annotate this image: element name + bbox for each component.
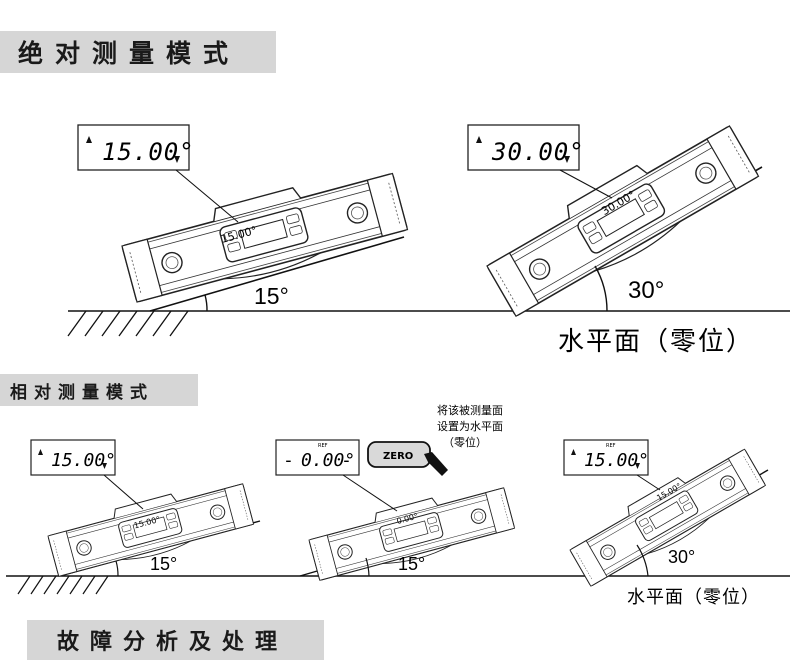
zero-note-line3: （零位） <box>443 435 487 449</box>
rel-callout-pointer-2 <box>342 474 398 512</box>
rel-angle-label-2: 15° <box>398 554 425 574</box>
ref-indicator: REF <box>606 443 616 449</box>
zero-note-line2: 设置为水平面 <box>437 420 503 433</box>
angle-arc-2 <box>594 265 608 312</box>
angle-arc-1 <box>204 294 208 312</box>
down-arrow-icon <box>635 463 640 469</box>
rel-callout-value-1: 15.00° <box>51 450 116 471</box>
rel-angle-label-1: 15° <box>150 554 177 574</box>
up-arrow-icon <box>571 449 576 455</box>
angle-label-1: 15° <box>254 283 289 309</box>
rel-callout-pointer-1 <box>103 474 144 510</box>
callout-value-1: 15.00° <box>102 138 195 166</box>
rel-angle-arc-2 <box>365 557 370 577</box>
ground-hatch-2 <box>17 575 109 595</box>
rel-angle-label-3: 30° <box>668 547 695 567</box>
rel-callout-box-2 <box>275 439 360 476</box>
rel-angle-arc-1 <box>115 560 119 577</box>
zero-note-line1: 将该被测量面 <box>437 403 503 417</box>
ref-indicator: REF <box>318 443 328 449</box>
horizontal-plane-label-absolute: 水平面（零位） <box>558 327 754 357</box>
callout-pointer-1 <box>175 169 239 223</box>
horizontal-plane-label-relative: 水平面（零位） <box>627 587 760 608</box>
incline-15 <box>149 236 405 312</box>
rel-callout-value-3: 15.00° <box>584 450 649 471</box>
ground-hatch-1 <box>67 310 189 337</box>
rel-callout-pointer-3 <box>636 474 661 491</box>
down-arrow-icon <box>564 156 570 163</box>
angle-label-2: 30° <box>628 277 664 304</box>
callout-pointer-2 <box>559 169 613 199</box>
up-arrow-icon <box>86 136 92 143</box>
rel-callout-box-1 <box>30 439 116 476</box>
rel-callout-box-3 <box>563 439 649 476</box>
rel-angle-arc-3 <box>636 544 649 577</box>
down-arrow-icon <box>174 156 180 163</box>
up-arrow-icon <box>38 449 43 455</box>
absolute-mode-header: 绝对测量模式 <box>0 31 276 73</box>
relative-mode-title: 相对测量模式 <box>10 382 154 403</box>
pointing-hand-icon <box>424 452 448 476</box>
rel-callout-value-2: 0.00° <box>301 450 355 471</box>
troubleshooting-title: 故障分析及处理 <box>57 630 289 655</box>
troubleshooting-header: 故障分析及处理 <box>27 620 324 660</box>
callout-box-1 <box>77 124 190 171</box>
callout-box-2 <box>467 124 580 171</box>
down-arrow-icon <box>102 463 107 469</box>
up-arrow-icon <box>476 136 482 143</box>
zero-button-label: ZERO <box>383 451 413 462</box>
relative-mode-header: 相对测量模式 <box>0 374 198 406</box>
absolute-mode-title: 绝对测量模式 <box>18 39 241 68</box>
callout-value-2: 30.00° <box>491 138 585 166</box>
minus-sign: - <box>341 450 352 471</box>
minus-sign: - <box>283 450 294 471</box>
